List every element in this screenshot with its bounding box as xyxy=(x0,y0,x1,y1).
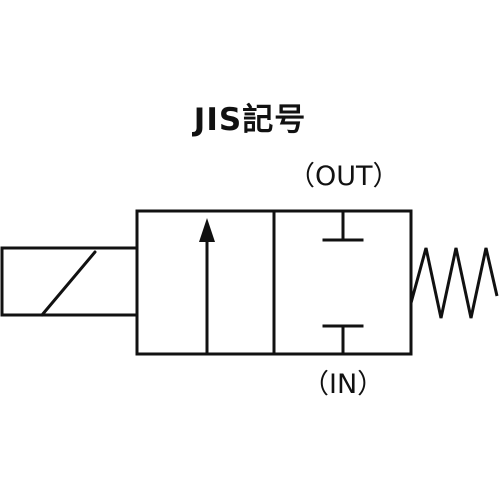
return-spring xyxy=(409,247,499,319)
blocked-port-out xyxy=(322,209,364,242)
port-label-out: （OUT） xyxy=(288,161,400,192)
solenoid-actuator xyxy=(0,246,139,317)
diagram-title: JIS記号 xyxy=(193,102,307,138)
port-label-in: （IN） xyxy=(302,369,385,400)
flow-arrowhead-icon xyxy=(199,218,215,242)
blocked-port-in xyxy=(322,324,364,356)
